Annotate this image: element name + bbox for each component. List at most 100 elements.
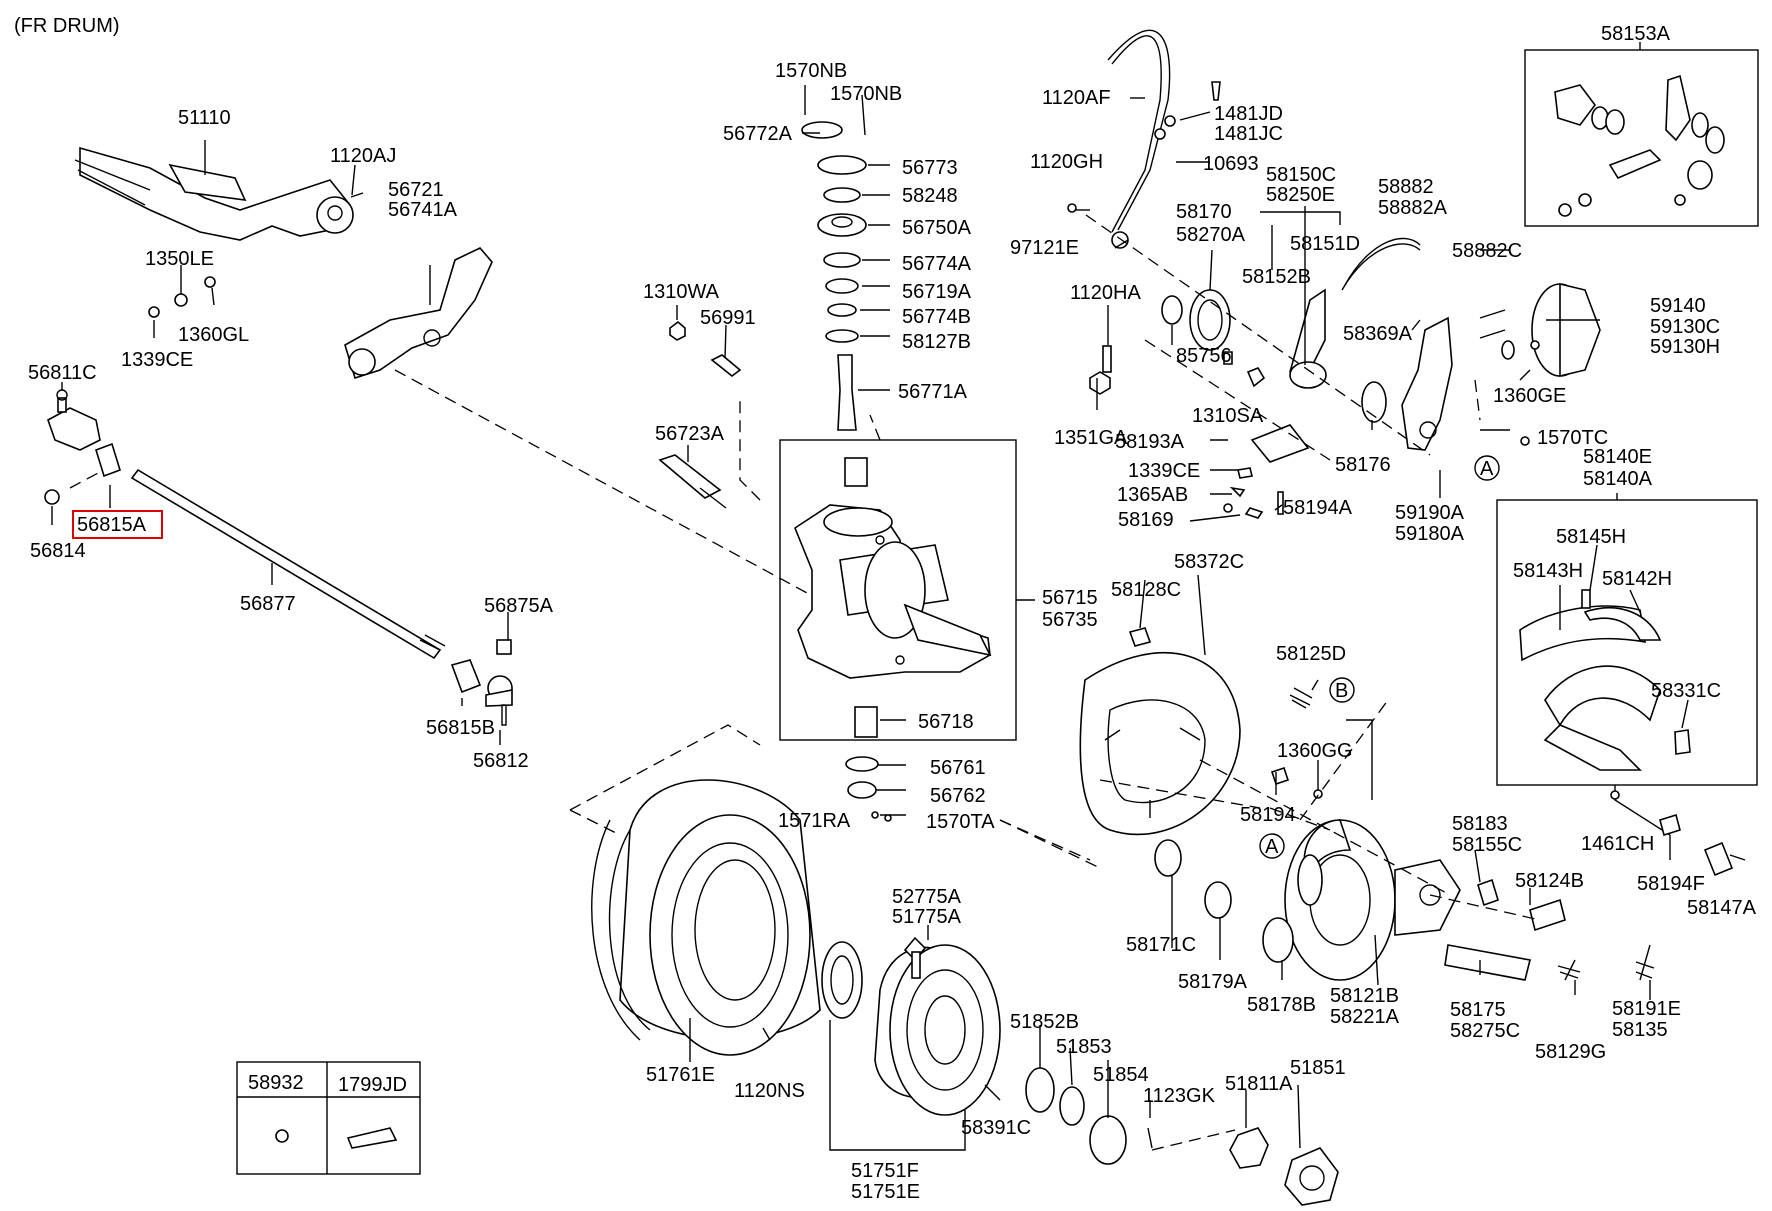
spider-seals (1154, 839, 1294, 963)
label-1360GL: 1360GL (178, 324, 249, 346)
label-58151D: 58151D (1290, 233, 1360, 255)
leaders-bottom (689, 925, 1301, 1151)
label-85756: 85756 (1176, 345, 1232, 367)
ref-label-B: B (1335, 680, 1348, 702)
label-58178B: 58178B (1247, 994, 1316, 1016)
repair-kit-box (1524, 49, 1759, 227)
ref-label-A-bottom: A (1265, 836, 1279, 858)
label-58391C: 58391C (961, 1117, 1031, 1139)
label-58176: 58176 (1335, 454, 1391, 476)
label-56718: 56718 (918, 711, 974, 733)
label-56771A: 56771A (898, 381, 968, 403)
label-58153A: 58153A (1601, 23, 1671, 45)
label-1481JD: 1481JD (1214, 103, 1283, 125)
label-58127B: 58127B (902, 331, 971, 353)
label-58275C: 58275C (1450, 1020, 1520, 1042)
brake-chamber (1341, 237, 1601, 378)
label-1339CE-left: 1339CE (121, 349, 193, 371)
label-1351GA: 1351GA (1054, 427, 1128, 449)
label-59190A: 59190A (1395, 502, 1465, 524)
anchor-spider (1284, 819, 1461, 981)
label-1120AJ: 1120AJ (330, 145, 396, 167)
label-58191E: 58191E (1612, 998, 1681, 1020)
label-56774B: 56774B (902, 306, 971, 328)
label-58171C: 58171C (1126, 934, 1196, 956)
label-58147A: 58147A (1687, 897, 1757, 919)
label-56735: 56735 (1042, 609, 1098, 631)
dashed-end (69, 471, 101, 489)
label-1120GH: 1120GH (1030, 151, 1103, 173)
label-58128C: 58128C (1111, 579, 1181, 601)
ref-circles (1259, 455, 1500, 859)
label-58175: 58175 (1450, 999, 1506, 1021)
dashed-link (999, 819, 1101, 869)
label-56814: 56814 (30, 540, 86, 562)
label-1120AF: 1120AF (1042, 87, 1111, 109)
label-58882A: 58882A (1378, 197, 1448, 219)
label-51852B: 51852B (1010, 1011, 1079, 1033)
label-56991: 56991 (700, 307, 756, 329)
dashed-hub (1151, 1129, 1236, 1151)
label-58882: 58882 (1378, 176, 1434, 198)
brake-drum (591, 779, 821, 1056)
label-1570NB-a: 1570NB (775, 60, 847, 82)
label-1481JC: 1481JC (1214, 123, 1283, 145)
leaders-upper-right (1075, 97, 1600, 522)
abs-sensor-cable (1107, 29, 1176, 249)
label-1310SA: 1310SA (1192, 405, 1264, 427)
small-washers-center (845, 756, 892, 822)
label-51811A: 51811A (1225, 1073, 1293, 1095)
label-1123GK: 1123GK (1143, 1085, 1216, 1107)
label-56761: 56761 (930, 757, 986, 779)
label-58193A: 58193A (1115, 431, 1185, 453)
label-56773: 56773 (902, 157, 958, 179)
hub-seals-nuts (1025, 1067, 1339, 1206)
label-58169: 58169 (1118, 509, 1174, 531)
label-58194: 58194 (1240, 804, 1296, 826)
label-1360GG: 1360GG (1277, 740, 1353, 762)
label-58142H: 58142H (1602, 568, 1672, 590)
label-58155C: 58155C (1452, 834, 1522, 856)
label-58140E: 58140E (1583, 446, 1652, 468)
label-58150C: 58150C (1266, 164, 1336, 186)
hub-assembly (821, 936, 1001, 1116)
tie-rod (130, 468, 446, 660)
label-58248: 58248 (902, 185, 958, 207)
label-58331C: 58331C (1651, 680, 1721, 702)
label-56762: 56762 (930, 785, 986, 807)
label-1461CH: 1461CH (1581, 833, 1654, 855)
label-10693: 10693 (1203, 153, 1259, 175)
label-1799JD: 1799JD (338, 1074, 407, 1096)
label-51751F: 51751F (851, 1160, 919, 1182)
label-58194F: 58194F (1637, 873, 1705, 895)
label-56812: 56812 (473, 750, 529, 772)
label-58250E: 58250E (1266, 184, 1335, 206)
highlight-box (72, 510, 163, 539)
steering-knuckle (794, 504, 992, 679)
label-59130C: 59130C (1650, 316, 1720, 338)
tie-rod-end-right (450, 639, 513, 726)
label-58372C: 58372C (1174, 551, 1244, 573)
label-51761E: 51761E (646, 1064, 715, 1086)
dashed-knuckle (739, 400, 881, 501)
label-1120NS: 1120NS (734, 1080, 805, 1102)
label-56811C: 56811C (28, 362, 97, 384)
dashed-drum-b (569, 809, 621, 836)
dashed-upper-right (1085, 214, 1481, 461)
label-56719A: 56719A (902, 281, 972, 303)
leaders-center-right (1139, 574, 1746, 1000)
label-58882C: 58882C (1452, 240, 1522, 262)
label-58932: 58932 (248, 1072, 304, 1094)
label-58221A: 58221A (1330, 1006, 1400, 1028)
label-51110: 51110 (178, 107, 231, 129)
axle-beam (74, 146, 354, 241)
part-labels: (FR DRUM) 51110 1120AJ 56721 56741A 1350… (14, 15, 1757, 1203)
label-58129G: 58129G (1535, 1041, 1606, 1063)
label-1365AB: 1365AB (1117, 484, 1188, 506)
small-parts-upper-right (1067, 81, 1540, 519)
label-51751E: 51751E (851, 1181, 920, 1203)
slack-adjuster (1289, 288, 1453, 451)
label-58143H: 58143H (1513, 560, 1583, 582)
label-51851: 51851 (1290, 1057, 1346, 1079)
label-52775A: 52775A (892, 886, 962, 908)
